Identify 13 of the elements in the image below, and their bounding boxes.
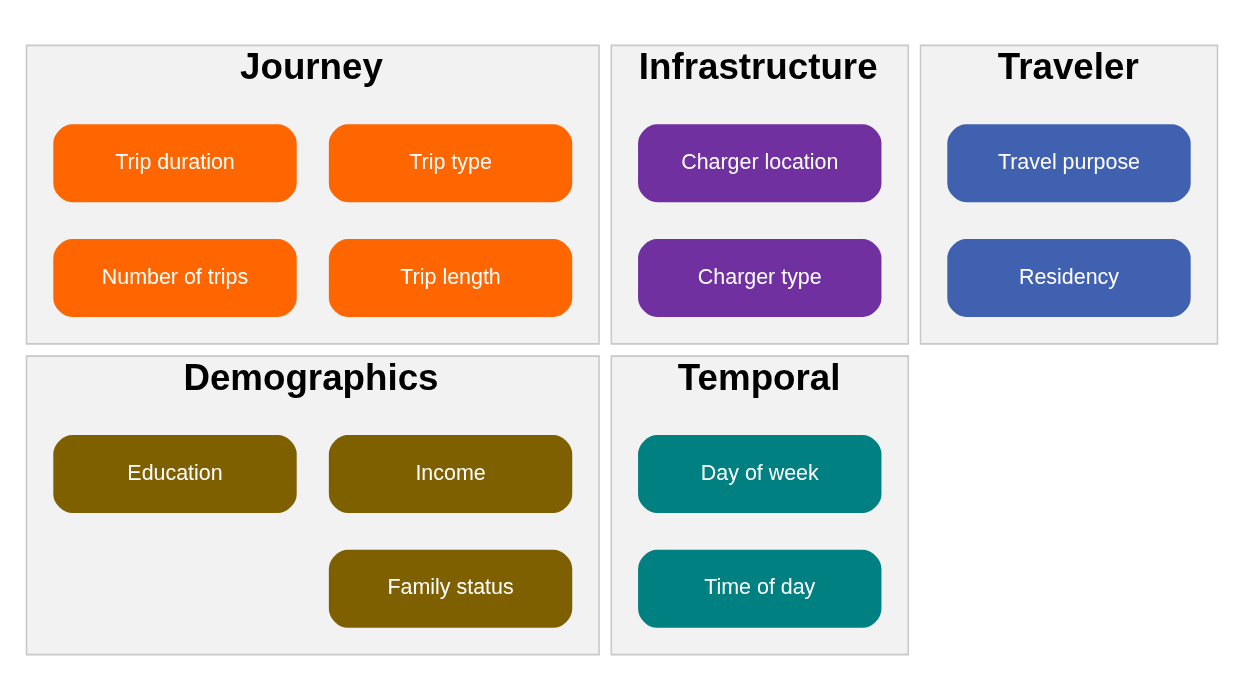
node-box: Charger type (638, 239, 882, 318)
node-box: Trip length (328, 239, 573, 318)
node-box: Residency (947, 239, 1191, 318)
node-box: Trip duration (53, 124, 297, 203)
node-box: Time of day (638, 549, 882, 628)
node-box: Travel purpose (947, 124, 1191, 203)
node-box: Income (328, 434, 573, 514)
node-box: Day of week (638, 434, 882, 514)
node-box: Charger location (638, 124, 882, 203)
node-box: Family status (328, 549, 573, 628)
node-box: Trip type (328, 124, 573, 203)
node-box: Number of trips (53, 239, 297, 318)
node-box: Education (53, 434, 297, 514)
